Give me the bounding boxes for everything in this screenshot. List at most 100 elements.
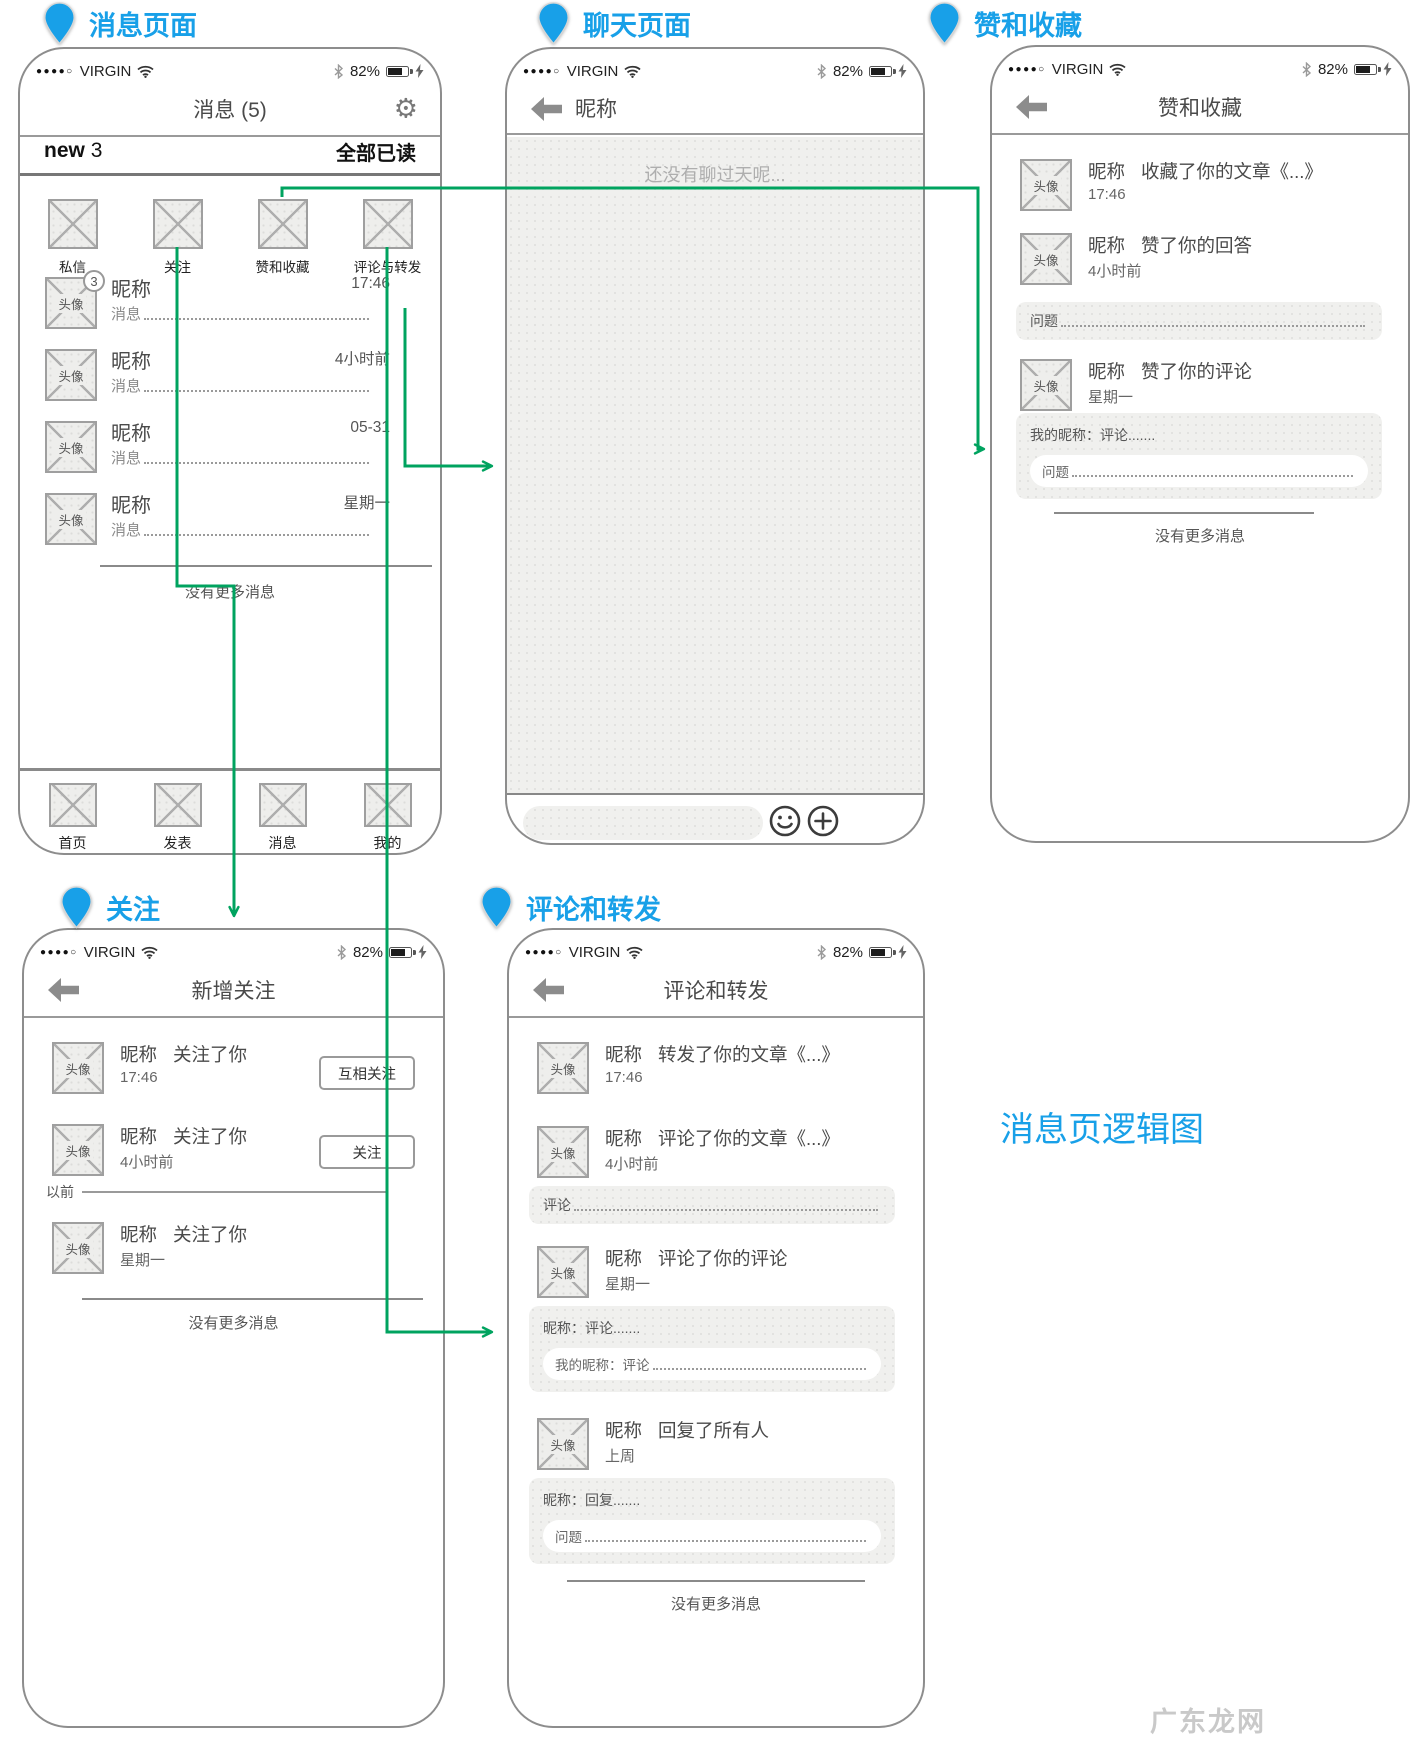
wifi-icon bbox=[626, 946, 644, 959]
message-row[interactable]: 头像 昵称 消息 05-31 bbox=[45, 419, 420, 477]
battery-icon bbox=[386, 65, 413, 77]
quoted-comment-box: 我的昵称：评论....... 问题 bbox=[1016, 413, 1382, 499]
nickname: 昵称 bbox=[1088, 235, 1126, 256]
quoted-reply-box: 昵称：回复....... 问题 bbox=[529, 1478, 895, 1564]
tab-home[interactable]: 首页 bbox=[20, 771, 125, 853]
quoted-question-inner: 问题 bbox=[1030, 455, 1368, 487]
timestamp: 上周 bbox=[605, 1448, 636, 1465]
back-arrow-icon[interactable] bbox=[531, 977, 565, 1003]
earlier-section-label: 以前 bbox=[46, 1184, 74, 1200]
notification-row[interactable]: 头像 昵称评论了你的评论 星期一 bbox=[537, 1246, 901, 1302]
emoji-smiley-icon[interactable] bbox=[768, 804, 802, 838]
image-placeholder-icon bbox=[362, 199, 413, 249]
avatar: 头像 bbox=[537, 1042, 589, 1094]
avatar: 头像 bbox=[52, 1124, 104, 1176]
message-row[interactable]: 头像 昵称 消息 星期一 bbox=[45, 491, 420, 549]
nickname: 昵称 bbox=[111, 279, 151, 301]
nickname: 昵称 bbox=[111, 351, 151, 373]
timestamp: 星期一 bbox=[605, 1276, 651, 1293]
charging-bolt-icon bbox=[1383, 62, 1392, 76]
quoted-question-inner: 问题 bbox=[543, 1520, 881, 1552]
mark-all-read-button[interactable]: 全部已读 bbox=[336, 142, 416, 165]
shortcut-label: 赞和收藏 bbox=[255, 260, 310, 275]
new-count: new 3 bbox=[44, 139, 103, 162]
phone-chat: ●●●●○ VIRGIN 82% 昵称 还没有聊过天呢... bbox=[505, 47, 925, 845]
phone-follow: ●●●●○ VIRGIN 82% 新增关注 头像 昵称关注了你 17:46 互相… bbox=[22, 928, 445, 1728]
avatar: 头像 bbox=[1020, 359, 1072, 411]
tab-messages[interactable]: 消息 bbox=[230, 771, 335, 853]
no-more-label: 没有更多消息 bbox=[1154, 528, 1245, 545]
page-title: 评论和转发 bbox=[663, 979, 769, 1003]
image-placeholder-icon bbox=[47, 199, 98, 249]
notification-row[interactable]: 头像 昵称回复了所有人 上周 bbox=[537, 1418, 901, 1474]
map-pin-icon bbox=[481, 886, 512, 929]
timestamp: 17:46 bbox=[351, 275, 390, 292]
charging-bolt-icon bbox=[418, 945, 427, 959]
notification-row[interactable]: 头像 昵称赞了你的回答 4小时前 bbox=[1020, 233, 1386, 289]
nickname: 昵称 bbox=[605, 1128, 643, 1149]
unread-badge: 3 bbox=[83, 270, 105, 292]
mutual-follow-button[interactable]: 互相关注 bbox=[319, 1056, 415, 1090]
back-arrow-icon[interactable] bbox=[529, 96, 563, 122]
pin-messages-page: 消息页面 bbox=[43, 2, 197, 45]
nickname: 昵称 bbox=[605, 1044, 643, 1065]
tab-label: 首页 bbox=[58, 835, 87, 851]
pin-label: 消息页面 bbox=[89, 11, 197, 41]
battery-percent: 82% bbox=[349, 62, 380, 80]
empty-chat-label: 还没有聊过天呢... bbox=[644, 165, 786, 185]
diagram-caption: 消息页逻辑图 bbox=[1000, 1111, 1204, 1149]
carrier-label: VIRGIN bbox=[566, 62, 619, 80]
pin-comments-page: 评论和转发 bbox=[480, 886, 661, 929]
wifi-icon bbox=[1109, 63, 1127, 76]
action-text: 收藏了你的文章《...》 bbox=[1141, 161, 1323, 182]
message-preview: 消息 bbox=[111, 375, 372, 396]
action-text: 关注了你 bbox=[173, 1126, 248, 1147]
nickname: 昵称 bbox=[1088, 161, 1126, 182]
list-divider bbox=[100, 565, 432, 567]
quoted-comment-box: 评论 bbox=[529, 1186, 895, 1224]
avatar: 头像 bbox=[1020, 159, 1072, 211]
avatar: 头像 bbox=[45, 493, 97, 545]
message-input[interactable] bbox=[523, 806, 763, 840]
tab-label: 我的 bbox=[373, 835, 402, 851]
image-placeholder-icon bbox=[258, 783, 307, 827]
add-attachment-plus-icon[interactable] bbox=[806, 804, 840, 838]
bluetooth-icon bbox=[337, 944, 347, 960]
notification-row[interactable]: 头像 昵称收藏了你的文章《...》 17:46 bbox=[1020, 159, 1386, 215]
back-arrow-icon[interactable] bbox=[46, 977, 80, 1003]
settings-gear-icon[interactable]: ⚙ bbox=[393, 93, 418, 123]
back-arrow-icon[interactable] bbox=[1014, 94, 1048, 120]
comment-context: 昵称：回复....... bbox=[543, 1492, 641, 1508]
timestamp: 17:46 bbox=[120, 1069, 158, 1086]
quoted-comment-box: 昵称：评论....... 我的昵称：评论 bbox=[529, 1306, 895, 1392]
tab-mine[interactable]: 我的 bbox=[335, 771, 440, 853]
shortcut-private-message[interactable]: 私信 bbox=[20, 199, 125, 309]
notification-row[interactable]: 头像 昵称赞了你的评论 星期一 bbox=[1020, 359, 1386, 415]
notification-row[interactable]: 头像 昵称转发了你的文章《...》 17:46 bbox=[537, 1042, 901, 1098]
image-placeholder-icon bbox=[257, 199, 308, 249]
nickname: 昵称 bbox=[605, 1248, 643, 1269]
tab-post[interactable]: 发表 bbox=[125, 771, 230, 853]
notification-row[interactable]: 头像 昵称评论了你的文章《...》 4小时前 bbox=[537, 1126, 901, 1182]
timestamp: 05-31 bbox=[350, 419, 390, 436]
avatar: 头像 bbox=[52, 1222, 104, 1274]
nav-bar: 赞和收藏 bbox=[992, 80, 1408, 135]
nav-bar: 新增关注 bbox=[24, 963, 443, 1018]
carrier-label: VIRGIN bbox=[83, 943, 136, 961]
follower-row[interactable]: 头像 昵称关注了你 17:46 bbox=[52, 1042, 421, 1098]
carrier-label: VIRGIN bbox=[568, 943, 621, 961]
image-placeholder-icon bbox=[152, 199, 203, 249]
map-pin-icon bbox=[44, 2, 75, 45]
phone-messages: ●●●●○ VIRGIN 82% 消息 (5) ⚙ new 3 全部已读 私信 … bbox=[18, 47, 442, 855]
follower-row[interactable]: 头像 昵称关注了你 4小时前 bbox=[52, 1124, 421, 1180]
site-watermark: 广东龙网 bbox=[1150, 1707, 1266, 1737]
follow-button[interactable]: 关注 bbox=[319, 1135, 415, 1169]
image-placeholder-icon bbox=[153, 783, 202, 827]
message-row[interactable]: 头像 昵称 消息 4小时前 bbox=[45, 347, 420, 405]
avatar: 头像 bbox=[537, 1418, 589, 1470]
follower-row[interactable]: 头像 昵称关注了你 星期一 bbox=[52, 1222, 421, 1278]
shortcut-label: 关注 bbox=[164, 260, 191, 275]
pin-chat-page: 聊天页面 bbox=[537, 2, 691, 45]
